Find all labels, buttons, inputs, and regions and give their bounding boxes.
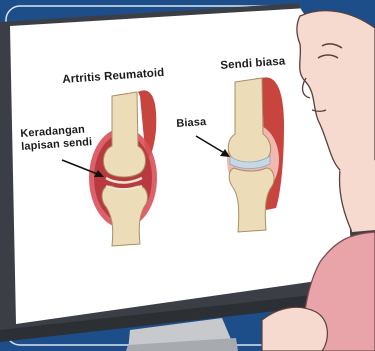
inflammation-label: Keradangan lapisan sendi — [20, 123, 93, 153]
normal-label: Biasa — [176, 116, 207, 131]
